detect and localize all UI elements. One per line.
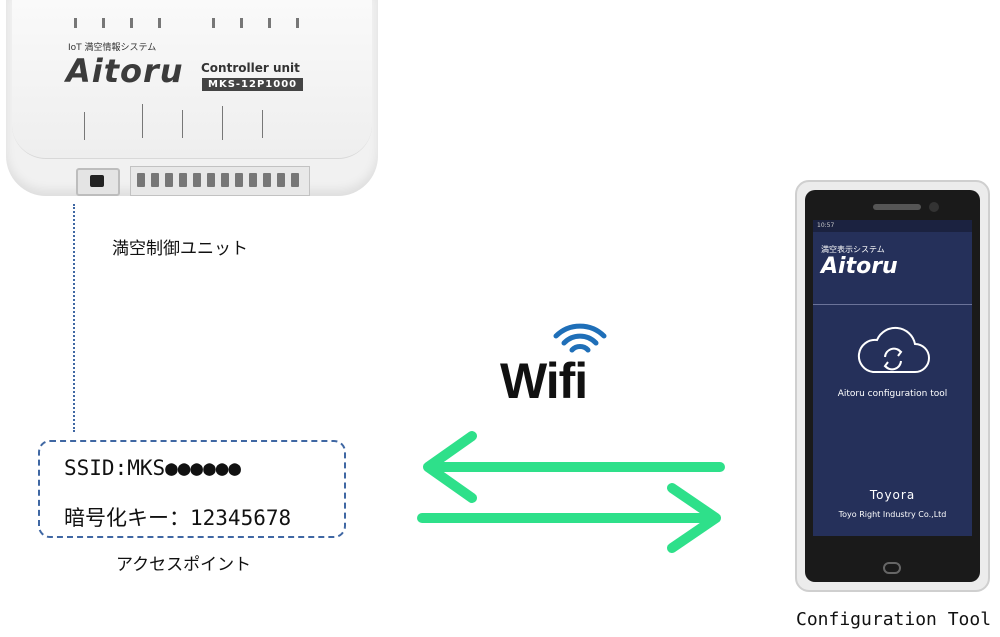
device-logo: Aitoru bbox=[66, 52, 184, 90]
configuration-tool-title: Aitoru configuration tool bbox=[837, 389, 948, 399]
home-button-icon[interactable] bbox=[883, 562, 901, 574]
arrow-left-icon bbox=[423, 431, 725, 503]
status-bar: 10:57 bbox=[813, 220, 972, 232]
wifi-logo: Wifi bbox=[500, 322, 640, 409]
brand-logo: Toyora bbox=[869, 488, 916, 502]
controller-label: 満空制御ユニット bbox=[112, 239, 248, 259]
smartphone-image: 10:57 満空表示システム Aitoru Aitoru configurati… bbox=[795, 180, 990, 592]
phone-screen: 10:57 満空表示システム Aitoru Aitoru configurati… bbox=[813, 220, 972, 536]
device-title: Controller unit bbox=[201, 61, 300, 75]
app-logo: Aitoru bbox=[821, 254, 898, 279]
wifi-text: Wifi bbox=[500, 353, 588, 409]
arrow-right-icon bbox=[417, 483, 721, 553]
controller-unit-image: IoT 満空情報システム Aitoru Controller unit MKS-… bbox=[6, 0, 378, 200]
device-model: MKS-12P1000 bbox=[202, 78, 304, 91]
exchange-arrows bbox=[417, 431, 725, 553]
device-top-panel bbox=[12, 0, 372, 159]
terminal-block bbox=[130, 166, 310, 196]
phone-caption: Configuration Tool bbox=[796, 609, 992, 630]
screen-divider bbox=[813, 304, 972, 305]
wifi-signal-icon bbox=[553, 323, 607, 353]
encryption-key-text: 暗号化キー：12345678 bbox=[64, 506, 292, 530]
ssid-text: SSID:MKS●●●●●● bbox=[64, 456, 242, 480]
power-jack bbox=[76, 168, 120, 196]
access-point-box: SSID:MKS●●●●●● 暗号化キー：12345678 bbox=[38, 440, 346, 538]
camera-icon bbox=[929, 202, 939, 212]
access-point-label: アクセスポイント bbox=[116, 555, 252, 575]
phone-speaker bbox=[873, 204, 921, 210]
cloud-sync-icon[interactable] bbox=[855, 324, 931, 378]
company-name: Toyo Right Industry Co.,Ltd bbox=[838, 510, 947, 519]
connection-dotted-line bbox=[73, 204, 75, 432]
device-subtitle: IoT 満空情報システム bbox=[68, 43, 157, 53]
app-subtitle: 満空表示システム bbox=[821, 245, 885, 254]
